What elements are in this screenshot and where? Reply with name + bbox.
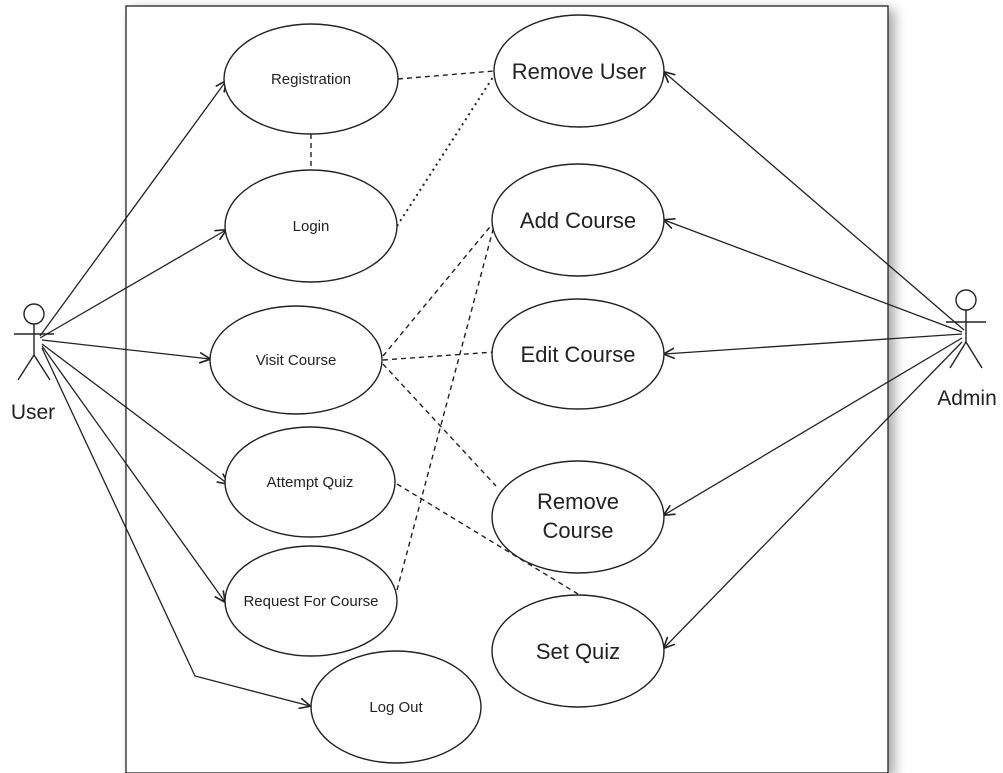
use-case-add-course-shape <box>491 163 665 277</box>
use-case-login-shape <box>224 169 398 283</box>
use-case-remove-course[interactable]: Remove Course <box>491 460 665 574</box>
use-case-set-quiz[interactable]: Set Quiz <box>491 594 665 708</box>
use-case-remove-course-label-line1: Remove <box>537 489 619 514</box>
assoc-user-log-out <box>41 347 310 706</box>
use-case-remove-user-shape <box>493 14 665 128</box>
use-case-add-course[interactable]: Add Course <box>491 163 665 277</box>
use-case-attempt-quiz-label: Attempt Quiz <box>267 474 354 491</box>
use-case-visit-course[interactable]: Visit Course <box>209 305 383 415</box>
assoc-user-attempt-quiz <box>41 343 228 484</box>
admin-associations <box>664 72 965 648</box>
use-case-request-for-course-label: Request For Course <box>243 593 378 610</box>
user-actor-leg-left <box>17 354 35 381</box>
user-associations <box>39 81 310 706</box>
use-case-request-for-course-shape <box>224 545 398 657</box>
use-case-registration-label: Registration <box>271 71 351 88</box>
use-case-remove-user-label: Remove User <box>512 59 646 84</box>
use-case-remove-course-shape <box>491 460 665 574</box>
use-case-login[interactable]: Login <box>224 169 398 283</box>
admin-actor-leg-right <box>965 341 983 369</box>
assoc-user-visit-course <box>41 339 210 359</box>
use-case-remove-user[interactable]: Remove User <box>493 14 665 128</box>
link-visit-course-edit-course <box>382 351 495 361</box>
use-case-visit-course-label: Visit Course <box>256 352 337 369</box>
use-case-attempt-quiz-shape <box>224 426 396 538</box>
use-case-registration[interactable]: Registration <box>223 23 399 135</box>
use-case-request-for-course[interactable]: Request For Course <box>224 545 398 657</box>
use-case-add-course-label: Add Course <box>520 208 636 233</box>
use-case-registration-shape <box>223 23 399 135</box>
user-actor-head <box>23 303 45 325</box>
assoc-user-registration <box>39 81 226 337</box>
link-login-remove-user <box>396 73 496 227</box>
use-case-log-out-shape <box>310 650 482 764</box>
assoc-user-request-for-course <box>41 345 225 602</box>
link-visit-course-remove-course <box>382 363 497 487</box>
admin-actor-head <box>955 289 977 311</box>
user-actor <box>14 303 54 381</box>
use-case-remove-course-label-line2: Course <box>543 518 614 543</box>
assoc-admin-set-quiz <box>664 341 963 648</box>
assoc-admin-edit-course <box>664 333 963 354</box>
use-case-log-out-label: Log Out <box>369 699 423 716</box>
use-case-log-out[interactable]: Log Out <box>310 650 482 764</box>
user-actor-label: User <box>11 401 55 424</box>
use-case-edit-course-label: Edit Course <box>521 342 636 367</box>
user-actor-leg-right <box>33 354 51 381</box>
assoc-admin-remove-user <box>664 72 965 331</box>
admin-actor-label: Admin <box>937 387 997 410</box>
assoc-user-login <box>39 230 226 339</box>
link-registration-remove-user <box>397 70 495 80</box>
use-case-login-label: Login <box>293 218 330 235</box>
assoc-admin-remove-course <box>664 337 963 515</box>
use-case-visit-course-shape <box>209 305 383 415</box>
assoc-admin-add-course <box>664 220 963 333</box>
admin-actor <box>946 289 986 369</box>
use-case-attempt-quiz[interactable]: Attempt Quiz <box>224 426 396 538</box>
use-case-edit-course[interactable]: Edit Course <box>491 298 665 410</box>
admin-actor-leg-left <box>949 341 967 369</box>
link-visit-course-add-course <box>382 221 495 357</box>
use-case-set-quiz-shape <box>491 594 665 708</box>
dashed-links <box>310 70 579 595</box>
use-case-set-quiz-label: Set Quiz <box>536 639 620 664</box>
use-case-edit-course-shape <box>491 298 665 410</box>
